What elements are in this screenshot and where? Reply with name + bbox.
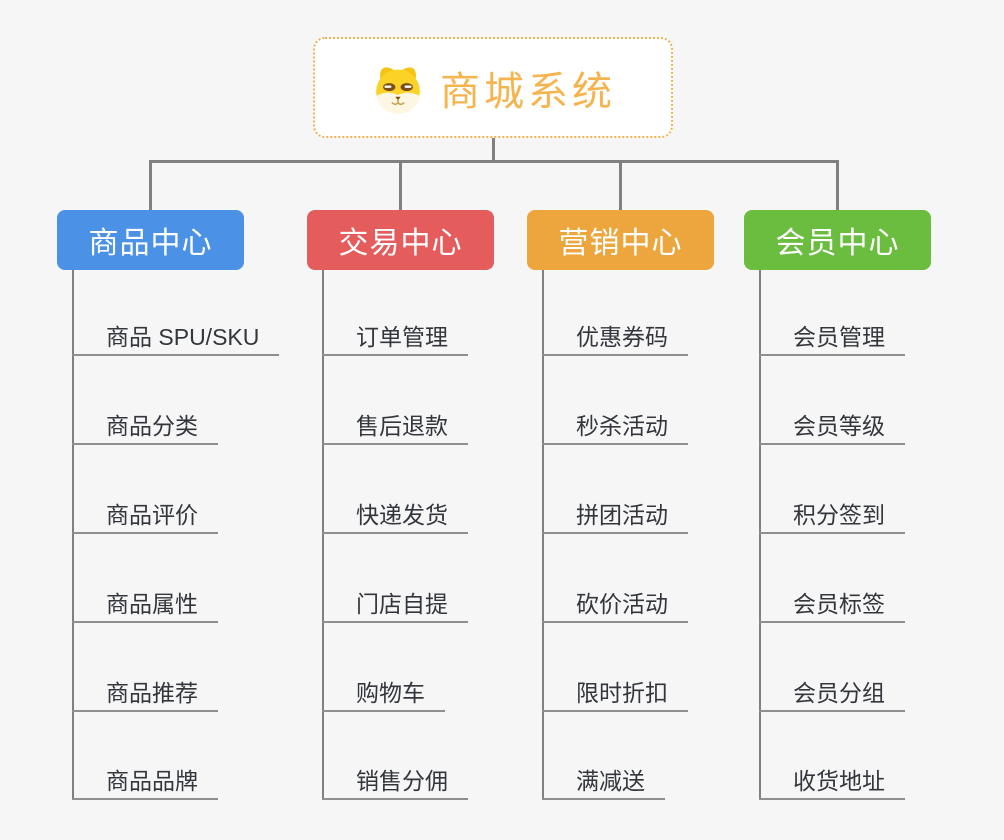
leaf-item[interactable]: 商品评价 xyxy=(72,498,218,534)
connector-bus xyxy=(149,160,839,163)
leaf-item[interactable]: 会员等级 xyxy=(759,409,905,445)
connector-drop xyxy=(399,161,402,210)
leaf-item[interactable]: 优惠券码 xyxy=(542,320,688,356)
leaf-item[interactable]: 购物车 xyxy=(322,676,445,712)
connector-trunk xyxy=(72,270,74,800)
leaf-item[interactable]: 商品属性 xyxy=(72,587,218,623)
leaf-item[interactable]: 商品 SPU/SKU xyxy=(72,320,280,356)
connector-trunk xyxy=(322,270,324,800)
leaf-item[interactable]: 收货地址 xyxy=(759,764,905,800)
leaf-item[interactable]: 会员分组 xyxy=(759,676,905,712)
branch-product-center: 商品中心 商品 SPU/SKU 商品分类 商品评价 商品属性 商品推荐 商品品牌 xyxy=(57,0,317,840)
leaf-item[interactable]: 拼团活动 xyxy=(542,498,688,534)
dog-icon xyxy=(370,60,426,116)
leaf-item[interactable]: 会员管理 xyxy=(759,320,905,356)
connector-drop xyxy=(836,161,839,210)
leaf-item[interactable]: 积分签到 xyxy=(759,498,905,534)
branch-box-product-center[interactable]: 商品中心 xyxy=(57,210,244,270)
branch-box-marketing-center[interactable]: 营销中心 xyxy=(527,210,714,270)
leaf-item[interactable]: 快递发货 xyxy=(322,498,468,534)
connector-trunk xyxy=(759,270,761,800)
leaf-item[interactable]: 商品分类 xyxy=(72,409,218,445)
leaf-item[interactable]: 满减送 xyxy=(542,764,665,800)
leaf-item[interactable]: 订单管理 xyxy=(322,320,468,356)
branch-member-center: 会员中心 会员管理 会员等级 积分签到 会员标签 会员分组 收货地址 xyxy=(744,0,1004,840)
root-node[interactable]: 商城系统 xyxy=(313,37,673,138)
connector-root-drop xyxy=(492,138,495,162)
leaf-item[interactable]: 限时折扣 xyxy=(542,676,688,712)
branch-box-trade-center[interactable]: 交易中心 xyxy=(307,210,494,270)
branch-box-member-center[interactable]: 会员中心 xyxy=(744,210,931,270)
connector-drop xyxy=(149,161,152,210)
root-title: 商城系统 xyxy=(440,69,616,114)
leaf-item[interactable]: 会员标签 xyxy=(759,587,905,623)
leaf-item[interactable]: 砍价活动 xyxy=(542,587,688,623)
leaf-item[interactable]: 商品推荐 xyxy=(72,676,218,712)
branch-marketing-center: 营销中心 优惠券码 秒杀活动 拼团活动 砍价活动 限时折扣 满减送 xyxy=(527,0,787,840)
leaf-item[interactable]: 销售分佣 xyxy=(322,764,468,800)
leaf-item[interactable]: 售后退款 xyxy=(322,409,468,445)
leaf-item[interactable]: 秒杀活动 xyxy=(542,409,688,445)
leaf-item[interactable]: 门店自提 xyxy=(322,587,468,623)
leaf-item[interactable]: 商品品牌 xyxy=(72,764,218,800)
connector-trunk xyxy=(542,270,544,800)
branch-trade-center: 交易中心 订单管理 售后退款 快递发货 门店自提 购物车 销售分佣 xyxy=(307,0,567,840)
connector-drop xyxy=(619,161,622,210)
